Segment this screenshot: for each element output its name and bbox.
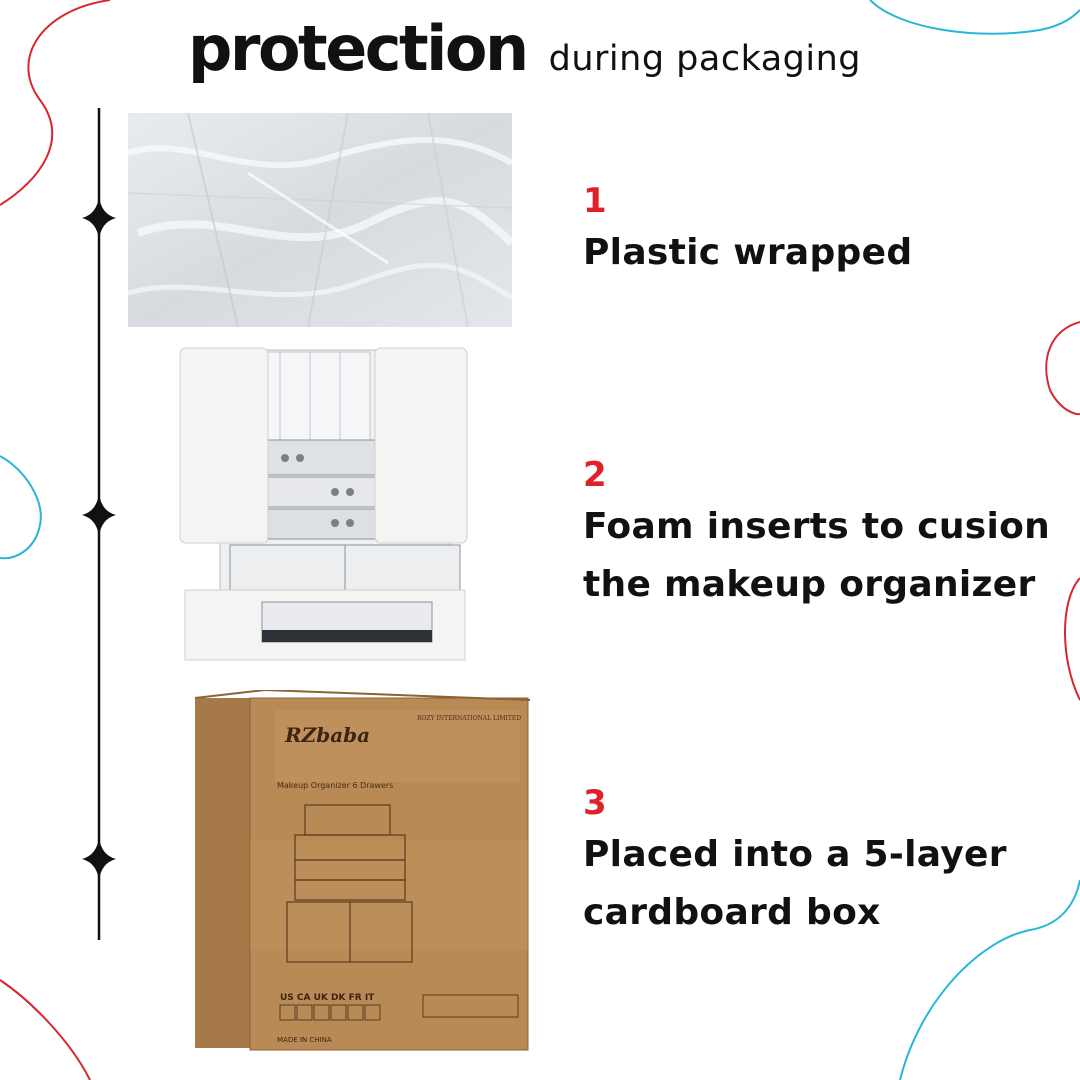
sparkle-star-icon [82,837,116,881]
step-text-line: the makeup organizer [583,564,1036,605]
step-number: 3 [583,783,607,823]
step-2: 2 Foam inserts to cusion the makeup orga… [583,458,1050,614]
step-3: 3 Placed into a 5-layer cardboard box [583,786,1007,942]
title-subtitle: during packaging [548,39,862,79]
cardboard-box-photo: RZbaba ROZY INTERNATIONAL LIMITED Makeup… [195,690,530,1060]
box-company: ROZY INTERNATIONAL LIMITED [417,715,521,722]
step-text-line: cardboard box [583,892,881,933]
step-text-line: Plastic wrapped [583,232,913,273]
box-origin: MADE IN CHINA [277,1036,332,1044]
step-number: 1 [583,181,607,221]
box-brand: RZbaba [284,723,370,747]
timeline [82,108,116,940]
box-product: Makeup Organizer 6 Drawers [277,781,393,790]
sparkle-star-icon [82,196,116,240]
step-text-line: Foam inserts to cusion [583,506,1051,547]
plastic-wrap-photo [128,113,512,327]
title-main: protection [188,12,529,85]
step-number: 2 [583,455,607,495]
step-1: 1 Plastic wrapped [583,184,912,282]
step-text-line: Placed into a 5-layer [583,834,1007,875]
sparkle-star-icon [82,493,116,537]
page-title: protection during packaging [188,18,861,108]
foam-inserts-photo [170,340,480,670]
box-countries: US CA UK DK FR IT [280,993,375,1003]
